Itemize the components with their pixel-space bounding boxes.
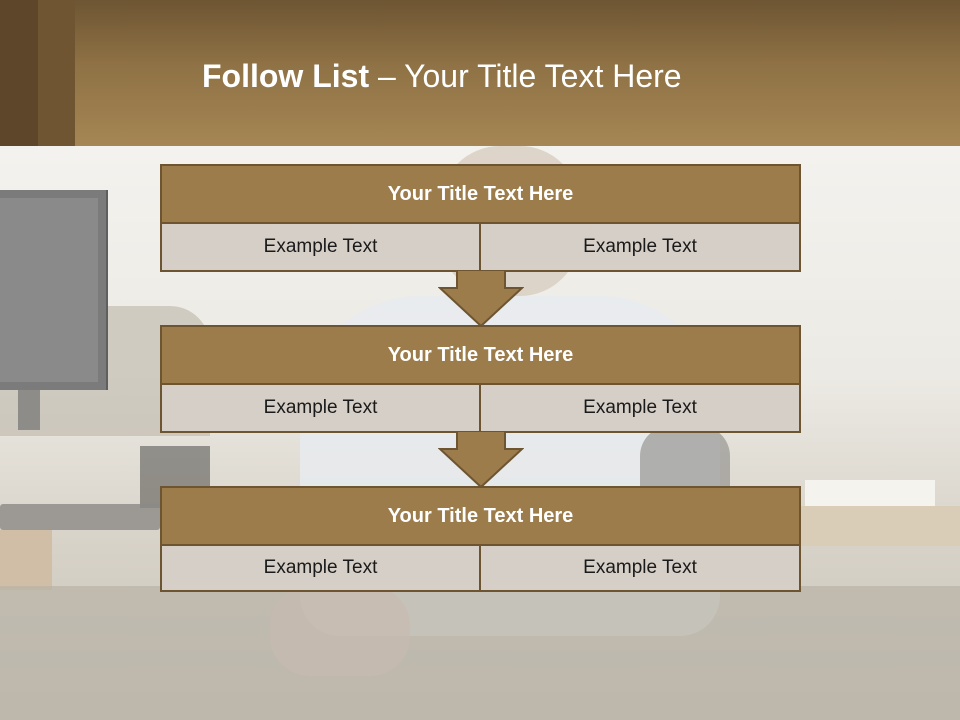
background-legs: [0, 586, 960, 720]
header-band: Follow List – Your Title Text Here: [0, 0, 960, 146]
step-block-1[interactable]: Your Title Text Here Example Text Exampl…: [160, 164, 801, 272]
slide-title-bold: Follow List: [202, 58, 370, 94]
step-block-2[interactable]: Your Title Text Here Example Text Exampl…: [160, 325, 801, 433]
slide-title[interactable]: Follow List – Your Title Text Here: [202, 56, 682, 96]
step-heading[interactable]: Your Title Text Here: [160, 486, 801, 546]
step-cell-right[interactable]: Example Text: [479, 383, 801, 433]
background-papers: [805, 480, 935, 506]
header-stripe-mid: [38, 0, 75, 146]
background-hand: [270, 586, 410, 676]
background-desk-left: [0, 530, 52, 590]
down-arrow-icon: [438, 431, 524, 489]
step-cell-left[interactable]: Example Text: [160, 222, 481, 272]
step-cell-right[interactable]: Example Text: [479, 544, 801, 592]
step-heading[interactable]: Your Title Text Here: [160, 164, 801, 224]
down-arrow-icon: [438, 270, 524, 328]
background-keyboard: [0, 504, 160, 530]
step-cell-left[interactable]: Example Text: [160, 544, 481, 592]
background-monitor-screen: [0, 198, 98, 382]
background-monitor-stand: [18, 390, 40, 430]
slide-title-rest: – Your Title Text Here: [369, 58, 682, 94]
header-stripe-dark: [0, 0, 38, 146]
step-block-3[interactable]: Your Title Text Here Example Text Exampl…: [160, 486, 801, 592]
background-desk-right: [800, 506, 960, 546]
step-heading[interactable]: Your Title Text Here: [160, 325, 801, 385]
step-cell-right[interactable]: Example Text: [479, 222, 801, 272]
step-cell-left[interactable]: Example Text: [160, 383, 481, 433]
